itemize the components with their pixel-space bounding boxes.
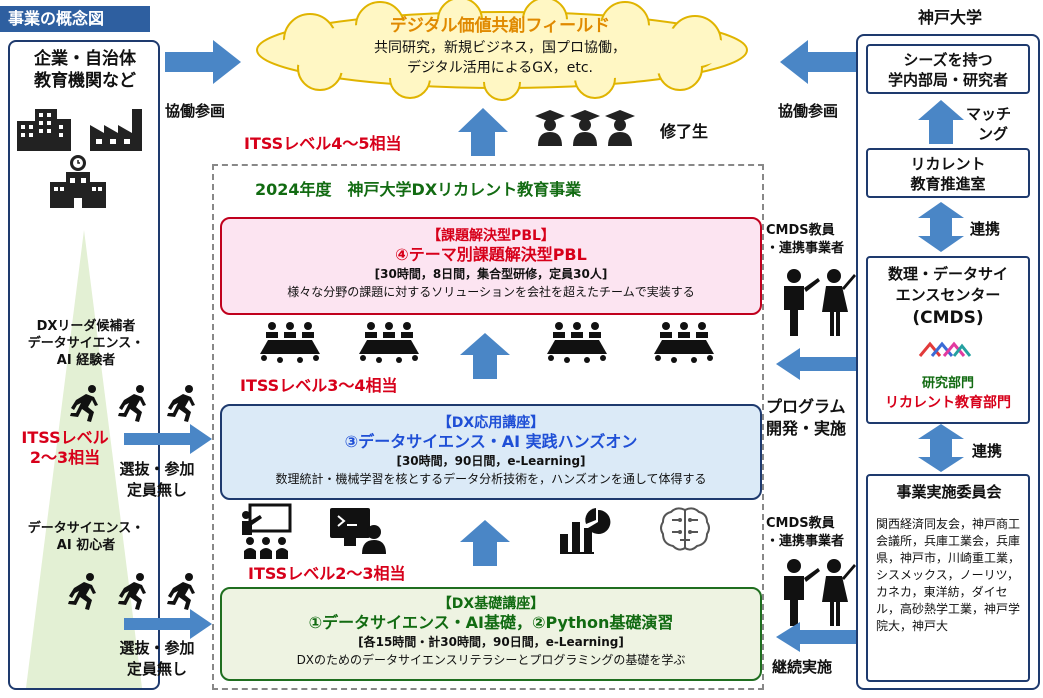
committee-title: 事業実施委員会 — [896, 483, 1002, 501]
arrow-up — [460, 520, 510, 566]
itss-top-label: ITSSレベル4〜5相当 — [244, 134, 402, 153]
right-panel — [856, 34, 1040, 690]
cmds-logo — [918, 341, 972, 357]
seeds-box: シーズを持つ学内部局・研究者 — [866, 44, 1030, 94]
meeting-icon — [654, 322, 714, 363]
runner-icon — [118, 385, 146, 422]
teacher-icon — [784, 269, 856, 336]
arrow-up — [460, 333, 510, 379]
factory-icon — [90, 109, 142, 151]
arrow-up — [458, 108, 508, 156]
meeting-icon — [547, 322, 607, 363]
meeting-icon — [260, 322, 320, 363]
basic-title: ①データサイエンス・AI基礎，②Python基礎演習 — [308, 613, 674, 632]
itss-low-label: ITSSレベル2〜3相当 — [248, 564, 406, 583]
cloud-shape — [256, 0, 748, 101]
arrow-right — [124, 424, 212, 454]
dept-recurrent: リカレント教育部門 — [885, 395, 1011, 411]
arrow-up — [918, 100, 964, 144]
cmds-box: 数理・データサイエンスセンター(CMDS) — [866, 256, 1030, 424]
computer-user-icon — [330, 508, 386, 554]
continuous-label: 継続実施 — [772, 658, 833, 676]
applied-box: 【DX応用講座】 ③データサイエンス・AI 実践ハンズオン [30時間，90日間… — [220, 404, 762, 500]
dept-research: 研究部門 — [921, 376, 974, 391]
runner-icon — [167, 385, 195, 422]
graduates-label: 修了生 — [660, 122, 709, 141]
collab-right-label: 協働参画 — [778, 102, 839, 120]
matching-label: マッチング — [966, 105, 1012, 143]
arrow-updown — [918, 424, 964, 472]
cloud-title: デジタル価値共創フィールド — [389, 16, 611, 36]
select-b-label: 選抜・参加定員無し — [119, 639, 195, 678]
runner-icon — [118, 573, 146, 610]
teacher-icon — [784, 559, 856, 626]
left-title: 企業・自治体教育機関など — [34, 49, 136, 91]
analytics-icon — [560, 508, 611, 554]
right-title: 神戸大学 — [917, 8, 982, 27]
group-a-label: DXリーダ候補者データサイエンス・AI 経験者 — [27, 319, 145, 368]
link-b-label: 連携 — [972, 442, 1003, 460]
cmds-staff-a-label: CMDS教員・連携事業者 — [766, 223, 845, 256]
recurrent-office-box: リカレント教育推進室 — [866, 148, 1030, 198]
beam-shape — [26, 230, 142, 688]
basic-box: 【DX基礎講座】 ①データサイエンス・AI基礎，②Python基礎演習 [各15… — [220, 587, 762, 681]
select-a-label: 選抜・参加定員無し — [119, 460, 195, 499]
graduate-icon — [605, 110, 635, 146]
left-panel — [8, 40, 160, 690]
brain-ai-icon — [660, 507, 710, 551]
arrow-right — [124, 609, 212, 639]
arrow-collab-left — [165, 40, 241, 84]
itss-mid-label: ITSSレベル3〜4相当 — [240, 376, 398, 395]
program-dev-label: プログラム開発・実施 — [766, 397, 847, 438]
office-building-icon — [17, 109, 71, 151]
arrow-collab-right — [780, 40, 856, 84]
program-frame — [212, 164, 764, 690]
pbl-title: ④テーマ別課題解決型PBL — [395, 245, 587, 264]
arrow-updown — [918, 202, 964, 252]
program-title: 2024年度 神戸大学DXリカレント教育事業 — [255, 180, 582, 199]
committee-box: 事業実施委員会 関西経済同友会，神戸商工会議所，兵庫工業会，兵庫県，神戸市，川崎… — [866, 474, 1030, 682]
presentation-icon — [242, 503, 292, 559]
graduate-icon — [570, 110, 600, 146]
group-b-label: データサイエンス・AI 初心者 — [27, 521, 145, 553]
committee-members: 関西経済同友会，神戸商工会議所，兵庫工業会，兵庫県，神戸市，川崎重工業，シスメッ… — [876, 517, 1021, 633]
cloud-text: デジタル価値共創フィールド 共同研究，新規ビジネス，国プロ協働， デジタル活用に… — [260, 14, 740, 78]
graduate-icon — [535, 110, 565, 146]
applied-title: ③データサイエンス・AI 実践ハンズオン — [344, 432, 638, 451]
collab-left-label: 協働参画 — [165, 102, 226, 120]
pbl-box: 【課題解決型PBL】 ④テーマ別課題解決型PBL [30時間，8日間，集合型研修… — [220, 217, 762, 315]
runner-icon — [70, 385, 98, 422]
arrow-left — [776, 348, 856, 380]
runner-icon — [68, 573, 96, 610]
cmds-staff-b-label: CMDS教員・連携事業者 — [766, 516, 845, 549]
school-icon — [50, 155, 106, 208]
arrow-left — [776, 622, 856, 652]
meeting-icon — [359, 322, 419, 363]
header-tag: 事業の概念図 — [0, 6, 150, 32]
link-a-label: 連携 — [970, 220, 1001, 238]
runner-icon — [167, 573, 195, 610]
